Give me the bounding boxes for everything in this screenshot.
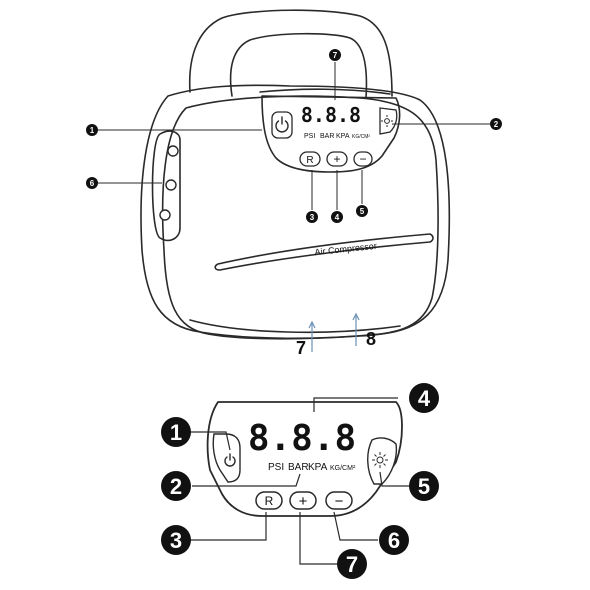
panel-outline xyxy=(206,401,403,517)
top-leader-lines xyxy=(94,62,490,210)
carry-handle-inner xyxy=(229,32,368,99)
top-unit-kpa: KPA xyxy=(336,133,350,140)
top-callout-7: 7 xyxy=(329,49,341,61)
power-icon xyxy=(275,116,289,133)
light-icon xyxy=(372,452,388,468)
svg-text:3: 3 xyxy=(170,528,182,553)
bottom-unit-kpa: KPA xyxy=(308,462,328,473)
bottom-unit-labels: PSI BAR KPA KG/CM² xyxy=(268,462,356,473)
bottom-plus-label: + xyxy=(299,493,308,510)
bottom-callout-1: 1 xyxy=(161,417,191,447)
bottom-power-button[interactable] xyxy=(212,433,241,483)
bottom-minus-button[interactable]: − xyxy=(325,491,353,510)
svg-text:3: 3 xyxy=(310,213,315,222)
svg-text:5: 5 xyxy=(360,207,365,216)
top-callout-3: 3 xyxy=(306,211,318,223)
top-unit-labels: PSI BAR KPA KG/CM² xyxy=(304,133,370,140)
bottom-reset-label: R xyxy=(265,494,274,508)
top-callout-2: 2 xyxy=(490,118,502,130)
bottom-unit-psi: PSI xyxy=(268,462,284,473)
svg-text:5: 5 xyxy=(418,474,430,499)
side-port-top xyxy=(167,145,179,157)
brand-text: Air Compressor xyxy=(314,241,377,257)
bottom-reset-button[interactable]: R xyxy=(255,491,283,510)
label-8: 8 xyxy=(366,329,376,349)
top-unit-psi: PSI xyxy=(304,133,315,140)
body-top-edge xyxy=(259,88,391,95)
svg-text:1: 1 xyxy=(90,126,95,135)
top-plus-button[interactable]: + xyxy=(326,151,348,167)
top-callout-1: 1 xyxy=(86,124,98,136)
svg-text:7: 7 xyxy=(333,51,338,60)
body-back xyxy=(140,84,451,340)
bottom-light-button[interactable] xyxy=(367,437,398,485)
svg-text:4: 4 xyxy=(418,386,431,411)
svg-text:4: 4 xyxy=(335,213,340,222)
side-port-middle xyxy=(165,179,177,191)
bottom-unit-kgcm: KG/CM² xyxy=(330,465,356,472)
bottom-unit-bar: BAR xyxy=(288,462,309,473)
top-plus-label: + xyxy=(333,152,340,166)
side-port-bottom xyxy=(159,209,171,221)
svg-text:6: 6 xyxy=(388,528,400,553)
top-reset-label: R xyxy=(306,155,313,166)
vent-arrows xyxy=(308,312,360,352)
svg-text:7: 7 xyxy=(346,552,358,577)
bottom-callout-3: 3 xyxy=(161,525,191,555)
side-panel xyxy=(151,130,181,242)
bottom-leader-lines xyxy=(188,397,410,565)
top-lcd-digits: 8.8.8 xyxy=(301,103,361,127)
body-base xyxy=(189,319,401,334)
top-callout-4: 4 xyxy=(331,211,343,223)
top-callout-5: 5 xyxy=(356,205,368,217)
bottom-callout-6: 6 xyxy=(379,525,409,555)
svg-text:2: 2 xyxy=(494,120,499,129)
top-light-button[interactable] xyxy=(379,107,398,135)
bottom-callout-7: 7 xyxy=(337,549,367,579)
compressor-illustration xyxy=(140,9,451,340)
top-minus-label: − xyxy=(359,152,366,166)
top-power-button[interactable] xyxy=(271,111,293,139)
svg-text:2: 2 xyxy=(170,474,182,499)
power-icon xyxy=(224,453,236,467)
label-7: 7 xyxy=(296,338,306,358)
bottom-callout-5: 5 xyxy=(409,471,439,501)
bottom-minus-label: − xyxy=(335,493,344,510)
top-minus-button[interactable]: − xyxy=(353,151,373,167)
top-callout-6: 6 xyxy=(86,177,98,189)
top-unit-bar: BAR xyxy=(320,133,334,140)
brand-strip xyxy=(214,233,434,271)
top-reset-button[interactable]: R xyxy=(299,151,321,167)
bottom-callout-4: 4 xyxy=(409,383,439,413)
bottom-callout-2: 2 xyxy=(161,471,191,501)
bottom-plus-button[interactable]: + xyxy=(289,491,317,510)
svg-text:6: 6 xyxy=(90,179,95,188)
carry-handle xyxy=(188,9,393,97)
light-icon xyxy=(381,115,393,127)
bottom-lcd-digits: 8.8.8 xyxy=(248,418,356,459)
top-unit-kgcm: KG/CM² xyxy=(352,134,370,140)
svg-text:1: 1 xyxy=(170,420,182,445)
